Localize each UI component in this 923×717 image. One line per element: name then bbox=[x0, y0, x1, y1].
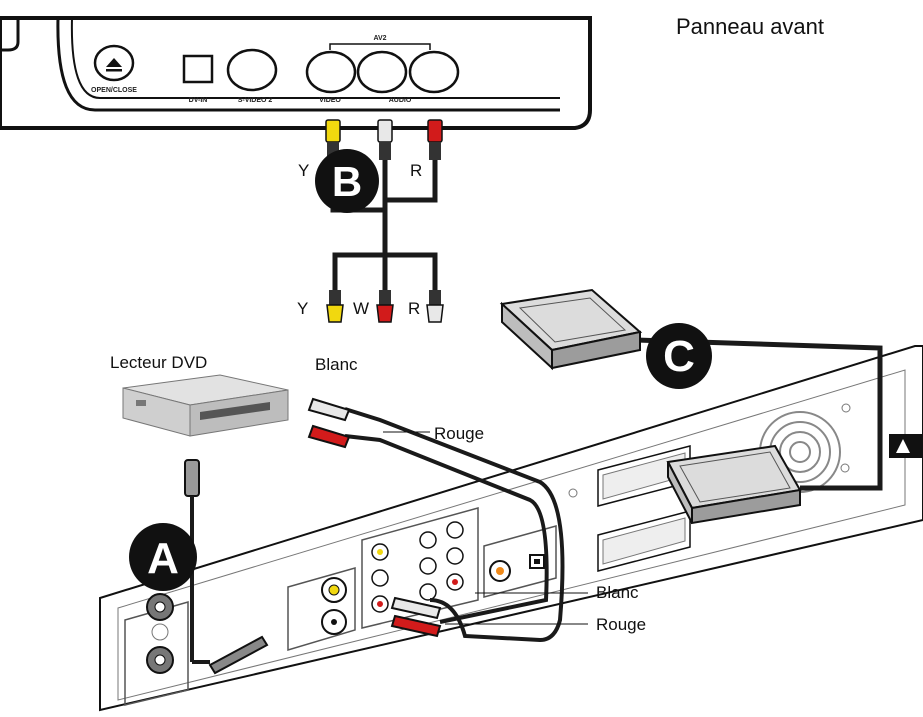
plug-label-r-top: R bbox=[410, 161, 422, 180]
dv-in-label: DV-IN bbox=[189, 97, 208, 104]
rf-module bbox=[124, 593, 189, 706]
plug-top-white bbox=[377, 119, 393, 160]
video-port bbox=[305, 50, 357, 94]
plug-bottom-red bbox=[376, 290, 394, 323]
audio-cable bbox=[307, 397, 565, 643]
audio-right-port bbox=[408, 50, 460, 94]
screw-hole bbox=[840, 463, 850, 473]
badge-a bbox=[129, 523, 197, 591]
s-video-out-block bbox=[287, 567, 356, 652]
page-title: Panneau avant bbox=[676, 14, 824, 39]
label-white-top: Blanc bbox=[315, 355, 358, 374]
plug-label-y-top: Y bbox=[298, 161, 309, 180]
digital-out-block bbox=[483, 525, 557, 598]
screw-hole bbox=[568, 488, 578, 498]
cable-a bbox=[184, 459, 269, 675]
badge-a-letter: A bbox=[147, 534, 179, 583]
av2-label: AV2 bbox=[373, 35, 386, 42]
plug-bottom-white bbox=[426, 290, 444, 323]
cable-c bbox=[499, 288, 883, 525]
video-label: VIDEO bbox=[319, 97, 341, 104]
warning-label bbox=[889, 434, 923, 458]
screw-hole bbox=[841, 403, 851, 413]
plug-bottom-yellow bbox=[326, 290, 344, 323]
front-panel bbox=[0, 16, 592, 130]
label-red-top: Rouge bbox=[434, 424, 484, 443]
label-white-bottom: Blanc bbox=[596, 583, 639, 602]
dvd-player-label: Lecteur DVD bbox=[110, 353, 207, 372]
s-video-label: S-VIDEO 2 bbox=[238, 97, 273, 104]
plug-top-red bbox=[427, 119, 443, 160]
label-red-bottom: Rouge bbox=[596, 615, 646, 634]
plug-label-y-bottom: Y bbox=[297, 299, 308, 318]
plug-label-w-bottom: W bbox=[353, 299, 369, 318]
open-close-button bbox=[93, 44, 135, 82]
av2-bracket bbox=[329, 43, 431, 50]
rca-block bbox=[361, 507, 479, 629]
dv-in-port bbox=[182, 54, 214, 84]
rear-panel bbox=[99, 345, 923, 712]
badge-b-letter: B bbox=[332, 158, 362, 205]
dvd-player-icon bbox=[122, 374, 289, 437]
badge-c-letter: C bbox=[663, 332, 695, 381]
audio-left-port bbox=[356, 50, 408, 94]
s-video-port bbox=[226, 48, 278, 92]
badge-b bbox=[315, 149, 379, 213]
plug-label-r-bottom: R bbox=[408, 299, 420, 318]
audio-label: AUDIO bbox=[389, 97, 412, 104]
badge-c bbox=[646, 323, 712, 389]
open-close-label: OPEN/CLOSE bbox=[91, 87, 137, 94]
